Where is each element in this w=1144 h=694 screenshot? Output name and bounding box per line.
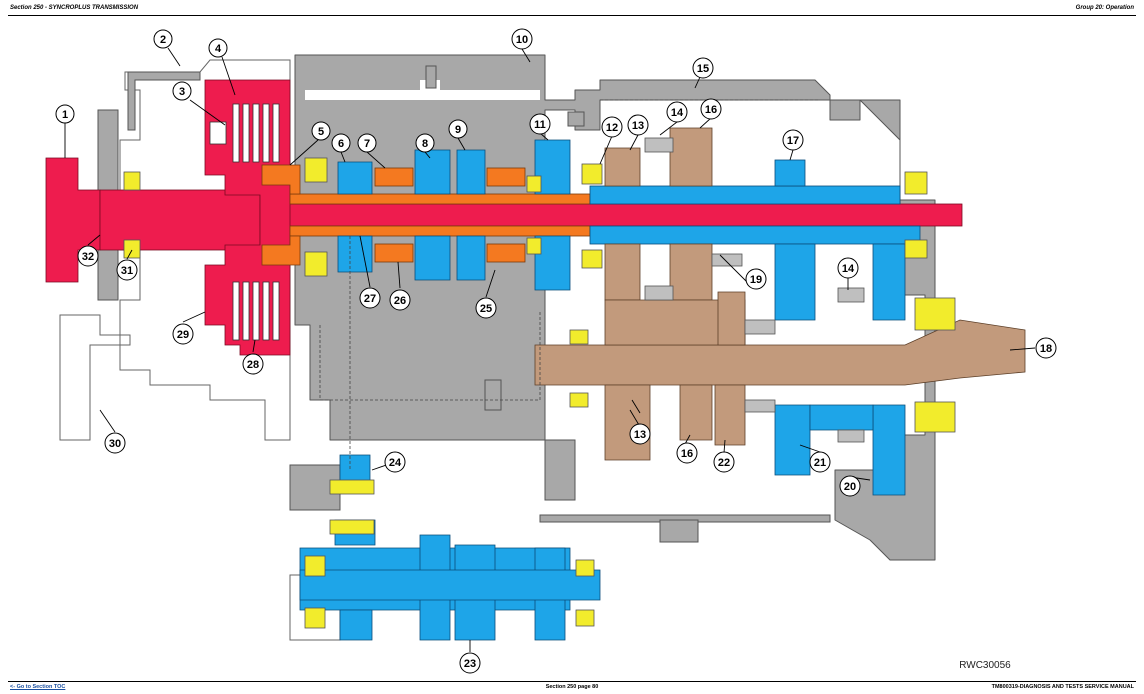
- synchronizer-hubs: [644, 137, 865, 443]
- callout-24-label: 24: [389, 457, 402, 469]
- callout-28-label: 28: [247, 359, 259, 371]
- callout-leaders: [64, 47, 1036, 652]
- callout-labels: 1 2 3 4 5 6 7 8 9 10 11 12 13 14 15 16 1…: [55, 28, 1057, 674]
- callout-27: 27: [359, 287, 381, 309]
- callout-30-label: 30: [109, 438, 121, 450]
- callout-2-label: 2: [160, 34, 166, 46]
- callout-30: 30: [104, 432, 126, 454]
- clutch-plates: [209, 103, 280, 341]
- callout-31-label: 31: [121, 265, 133, 277]
- callout-6-label: 6: [338, 138, 344, 150]
- callout-15: 15: [692, 57, 714, 79]
- callout-16-upper: 16: [700, 98, 722, 120]
- callout-23: 23: [459, 652, 481, 674]
- transmission-cross-section-diagram: 1 2 3 4 5 6 7 8 9 10 11 12 13 14 15 16 1…: [45, 28, 1057, 674]
- callout-7-label: 7: [364, 138, 370, 150]
- hollow-clutch-shaft: [261, 164, 591, 266]
- callout-15-label: 15: [697, 63, 709, 75]
- callout-1: 1: [55, 104, 75, 124]
- callout-14-lower: 14: [837, 257, 859, 279]
- callout-12-label: 12: [606, 122, 618, 134]
- callout-5-label: 5: [318, 126, 324, 138]
- callout-26: 26: [389, 289, 411, 311]
- callout-29: 29: [172, 323, 194, 345]
- callout-13-lower: 13: [629, 423, 651, 445]
- callout-16-lower: 16: [676, 442, 698, 464]
- callout-13-upper: 13: [627, 114, 649, 136]
- callout-2: 2: [153, 29, 173, 49]
- callout-11: 11: [529, 113, 551, 135]
- callout-20-label: 20: [844, 481, 856, 493]
- callout-14-upper: 14: [666, 101, 688, 123]
- callout-16-lower-label: 16: [681, 448, 693, 460]
- callout-10-label: 10: [516, 34, 528, 46]
- callout-32: 32: [77, 245, 99, 267]
- callout-23-label: 23: [464, 658, 476, 670]
- callout-11-label: 11: [534, 119, 546, 131]
- callout-27-label: 27: [364, 293, 376, 305]
- callout-21: 21: [809, 451, 831, 473]
- callout-24: 24: [384, 451, 406, 473]
- callout-3-label: 3: [179, 86, 185, 98]
- callout-7: 7: [357, 133, 377, 153]
- callout-8-label: 8: [422, 138, 428, 150]
- callout-3: 3: [172, 81, 192, 101]
- callout-8: 8: [415, 133, 435, 153]
- callout-25: 25: [475, 297, 497, 319]
- input-gears: [299, 139, 921, 641]
- footer-rule: [8, 681, 1136, 682]
- callout-29-label: 29: [177, 329, 189, 341]
- callout-16-upper-label: 16: [705, 104, 717, 116]
- figure-id: RWC30056: [959, 660, 1011, 671]
- callout-12: 12: [601, 116, 623, 138]
- go-to-section-toc-link[interactable]: <- Go to Section TOC: [10, 684, 66, 690]
- callout-5: 5: [311, 121, 331, 141]
- callout-4: 4: [208, 38, 228, 58]
- callout-13-lower-label: 13: [634, 429, 646, 441]
- callout-25-label: 25: [480, 303, 492, 315]
- output-shaft: [534, 127, 1026, 461]
- page-number: Section 250 page 80: [545, 684, 599, 690]
- callout-19-label: 19: [750, 274, 762, 286]
- callout-17: 17: [782, 129, 804, 151]
- bearings: [123, 157, 956, 629]
- callout-13-upper-label: 13: [632, 120, 644, 132]
- callout-10: 10: [511, 28, 533, 50]
- callout-1-label: 1: [62, 109, 68, 121]
- callout-21-label: 21: [814, 457, 826, 469]
- group-header: Group 20: Operation: [1075, 5, 1134, 11]
- header-rule: [8, 15, 1136, 16]
- callout-32-label: 32: [82, 251, 94, 263]
- callout-17-label: 17: [787, 135, 799, 147]
- section-header: Section 250 - SYNCROPLUS TRANSMISSION: [10, 5, 139, 11]
- callout-31: 31: [116, 259, 138, 281]
- callout-22-label: 22: [718, 457, 730, 469]
- callout-26-label: 26: [394, 295, 406, 307]
- manual-title: TM800319-DIAGNOSIS AND TESTS SERVICE MAN…: [991, 684, 1134, 690]
- callout-4-label: 4: [215, 43, 222, 55]
- callout-9-label: 9: [455, 124, 461, 136]
- callout-6: 6: [331, 133, 351, 153]
- callout-18: 18: [1035, 337, 1057, 359]
- callout-28: 28: [242, 353, 264, 375]
- callout-18-label: 18: [1040, 343, 1052, 355]
- callout-20: 20: [839, 475, 861, 497]
- callout-14-upper-label: 14: [671, 107, 684, 119]
- callout-9: 9: [448, 119, 468, 139]
- callout-14-lower-label: 14: [842, 263, 855, 275]
- transmission-housing: [59, 54, 936, 641]
- callout-19: 19: [745, 268, 767, 290]
- callout-22: 22: [713, 451, 735, 473]
